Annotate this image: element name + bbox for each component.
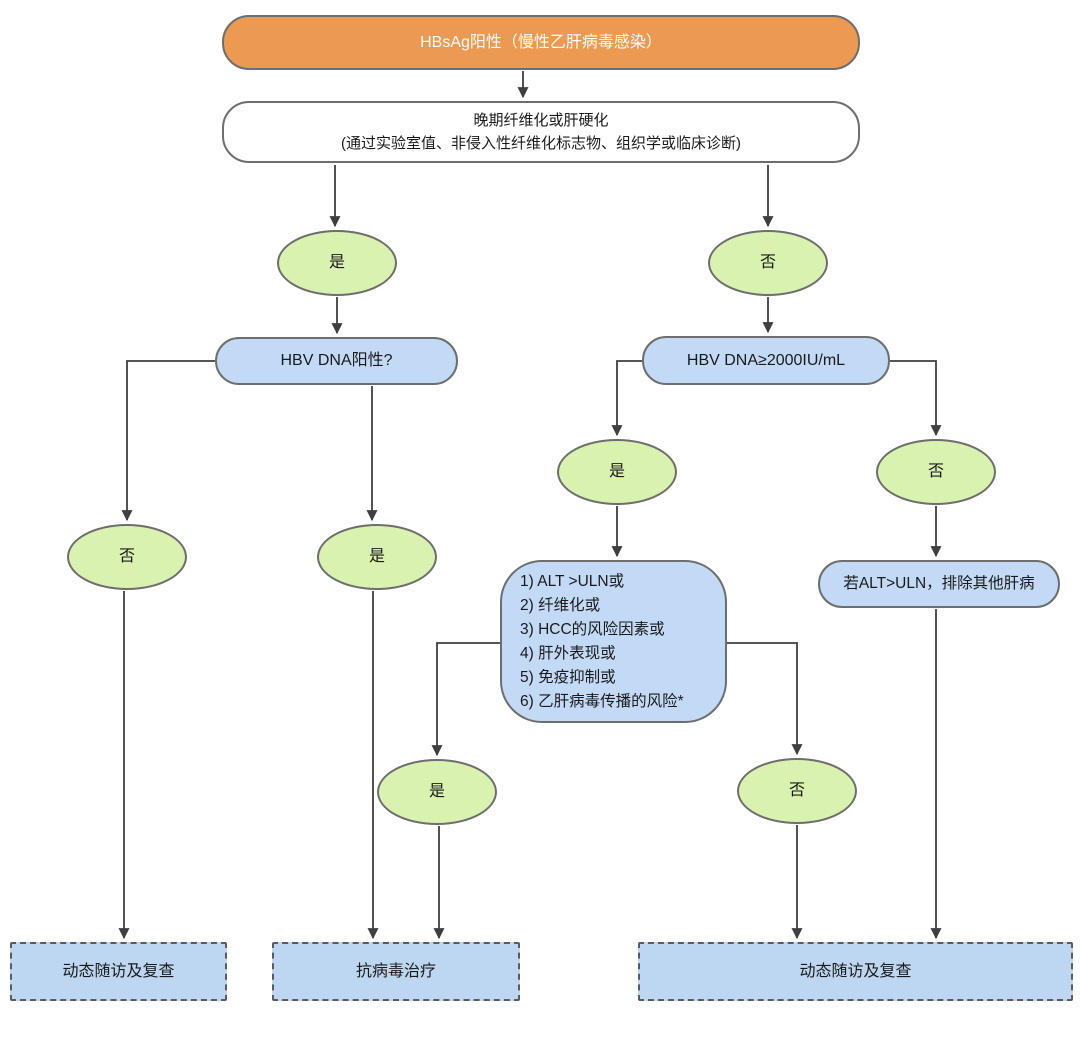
node-hbsag-positive: HBsAg阳性（慢性乙肝病毒感染） (222, 15, 860, 70)
node-alt-uln-exclude: 若ALT>ULN，排除其他肝病 (818, 560, 1060, 608)
edge-hbv2000-to-yes3 (611, 360, 642, 437)
terminal-followup-left: 动态随访及复查 (10, 942, 227, 1001)
criteria-item-5: 5) 免疫抑制或 (520, 668, 616, 686)
decision-no-fibrosis: 否 (708, 230, 828, 296)
edge-hbvdna-to-no2 (121, 360, 215, 522)
decision-no-hbv-dna: 否 (67, 524, 187, 590)
node-advanced-fibrosis-line2: (通过实验室值、非侵入性纤维化标志物、组织学或临床诊断) (341, 135, 741, 152)
node-advanced-fibrosis: 晚期纤维化或肝硬化 (通过实验室值、非侵入性纤维化标志物、组织学或临床诊断) (222, 101, 860, 163)
decision-yes-hbv-2000: 是 (557, 439, 677, 505)
criteria-item-1: 1) ALT >ULN或 (520, 572, 625, 590)
criteria-item-4: 4) 肝外表现或 (520, 644, 616, 662)
edge-hbv2000-to-no3 (890, 360, 942, 437)
terminal-followup-right: 动态随访及复查 (638, 942, 1073, 1001)
node-treatment-criteria: 1) ALT >ULN或 2) 纤维化或 3) HCC的风险因素或 4) 肝外表… (500, 560, 727, 723)
edge-criteria-to-yes4 (431, 642, 500, 757)
decision-yes-fibrosis: 是 (277, 230, 397, 296)
node-hbv-dna-positive: HBV DNA阳性? (215, 337, 458, 385)
node-advanced-fibrosis-line1: 晚期纤维化或肝硬化 (473, 111, 609, 129)
decision-yes-hbv-dna: 是 (317, 524, 437, 590)
decision-no-hbv-2000: 否 (876, 439, 996, 505)
decision-yes-criteria: 是 (377, 759, 497, 825)
criteria-item-6: 6) 乙肝病毒传播的风险* (520, 692, 684, 710)
node-hbv-dna-2000: HBV DNA≥2000IU/mL (642, 336, 890, 385)
decision-no-criteria: 否 (737, 758, 857, 824)
criteria-item-3: 3) HCC的风险因素或 (520, 620, 665, 638)
edge-criteria-to-no4 (727, 642, 803, 756)
terminal-antiviral-treatment: 抗病毒治疗 (272, 942, 520, 1001)
criteria-item-2: 2) 纤维化或 (520, 596, 601, 614)
